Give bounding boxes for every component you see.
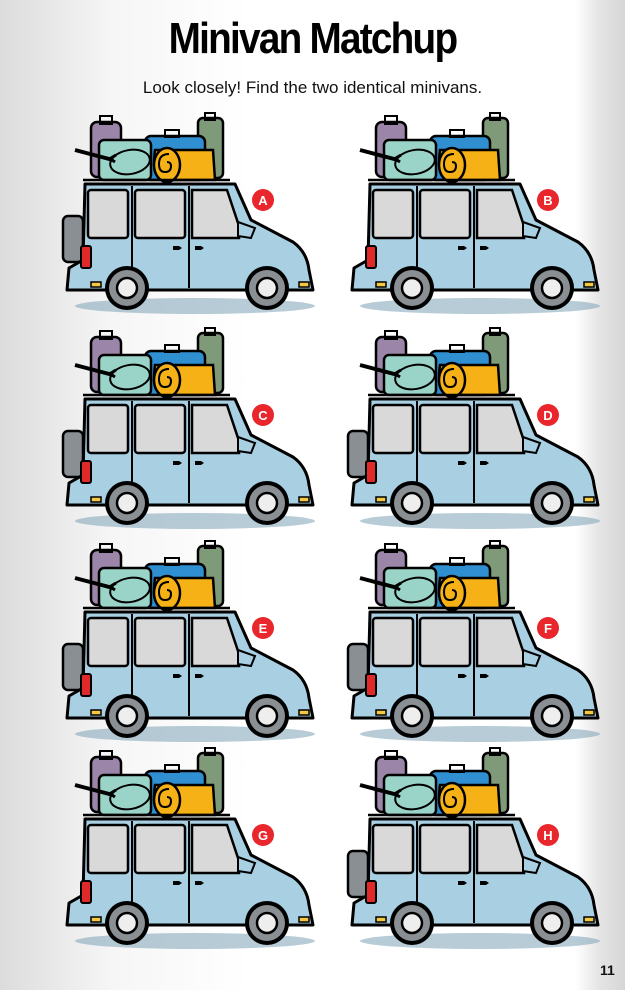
luggage-icon xyxy=(359,112,515,184)
luggage-icon xyxy=(359,747,515,819)
page-title: Minivan Matchup xyxy=(168,14,458,63)
luggage-icon xyxy=(359,540,515,612)
page-number: 11 xyxy=(600,962,615,978)
luggage-icon xyxy=(74,747,230,819)
option-label: A xyxy=(258,193,268,208)
minivan-c[interactable]: C xyxy=(55,325,325,535)
option-label: C xyxy=(258,408,268,423)
minivan-g[interactable]: G xyxy=(55,745,325,955)
option-label: D xyxy=(543,408,552,423)
minivan-e[interactable]: E xyxy=(55,538,325,748)
minivan-h[interactable]: H xyxy=(340,745,610,955)
minivan-b[interactable]: B xyxy=(340,110,610,320)
luggage-icon xyxy=(74,327,230,399)
minivan-a[interactable]: A xyxy=(55,110,325,320)
luggage-icon xyxy=(74,112,230,184)
luggage-icon xyxy=(359,327,515,399)
minivan-d[interactable]: D xyxy=(340,325,610,535)
instructions: Look closely! Find the two identical min… xyxy=(142,78,483,97)
option-label: F xyxy=(544,621,552,636)
option-label: B xyxy=(543,193,552,208)
option-label: E xyxy=(259,621,268,636)
option-label: H xyxy=(543,828,552,843)
minivan-f[interactable]: F xyxy=(340,538,610,748)
option-label: G xyxy=(258,828,268,843)
luggage-icon xyxy=(74,540,230,612)
